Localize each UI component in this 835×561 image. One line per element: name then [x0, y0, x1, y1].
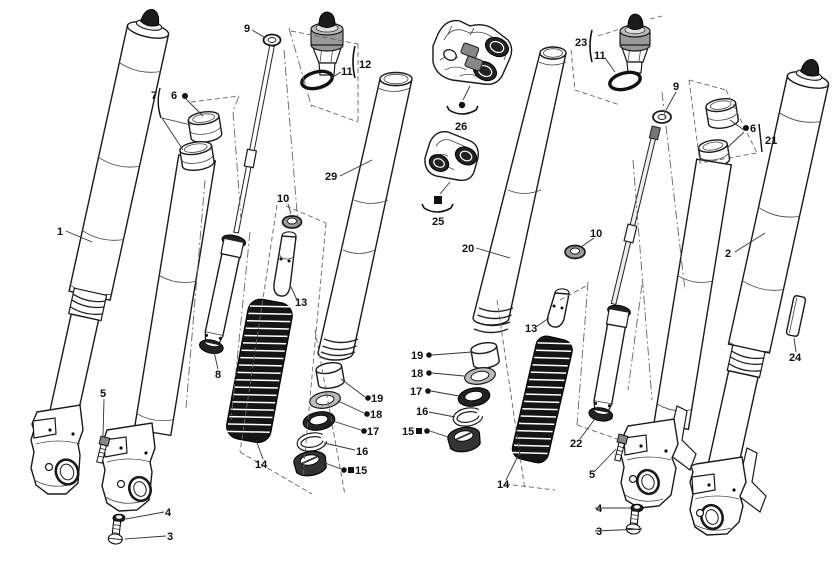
svg-text:21: 21 — [765, 135, 777, 147]
svg-text:26: 26 — [455, 121, 467, 133]
svg-text:24: 24 — [789, 352, 802, 364]
svg-text:3: 3 — [167, 531, 173, 543]
svg-text:11: 11 — [341, 66, 353, 78]
svg-text:6: 6 — [750, 123, 756, 135]
svg-text:16: 16 — [356, 446, 368, 458]
svg-text:12: 12 — [359, 59, 371, 71]
svg-text:29: 29 — [325, 171, 337, 183]
svg-text:18: 18 — [411, 368, 423, 380]
svg-text:6: 6 — [171, 90, 177, 102]
svg-text:11: 11 — [594, 50, 606, 62]
svg-text:14: 14 — [255, 459, 268, 471]
svg-text:16: 16 — [416, 406, 428, 418]
svg-text:2: 2 — [725, 248, 731, 260]
svg-text:25: 25 — [432, 216, 444, 228]
svg-text:15: 15 — [402, 426, 414, 438]
svg-text:15: 15 — [355, 465, 367, 477]
svg-text:5: 5 — [589, 469, 595, 481]
svg-text:17: 17 — [367, 426, 379, 438]
svg-text:10: 10 — [590, 228, 602, 240]
svg-text:13: 13 — [525, 323, 537, 335]
svg-text:14: 14 — [497, 479, 510, 491]
svg-text:20: 20 — [462, 243, 474, 255]
svg-text:9: 9 — [244, 23, 250, 35]
svg-text:22: 22 — [570, 438, 582, 450]
svg-text:19: 19 — [411, 350, 423, 362]
svg-text:23: 23 — [575, 37, 587, 49]
svg-text:8: 8 — [215, 369, 221, 381]
svg-text:13: 13 — [295, 297, 307, 309]
svg-text:19: 19 — [371, 393, 383, 405]
svg-text:17: 17 — [410, 386, 422, 398]
svg-text:7: 7 — [151, 90, 157, 102]
svg-text:18: 18 — [370, 409, 382, 421]
svg-text:3: 3 — [596, 526, 602, 538]
svg-text:9: 9 — [673, 81, 679, 93]
svg-text:4: 4 — [596, 503, 603, 515]
svg-text:10: 10 — [277, 193, 289, 205]
svg-text:5: 5 — [100, 388, 106, 400]
svg-text:4: 4 — [165, 507, 172, 519]
svg-text:1: 1 — [57, 226, 63, 238]
